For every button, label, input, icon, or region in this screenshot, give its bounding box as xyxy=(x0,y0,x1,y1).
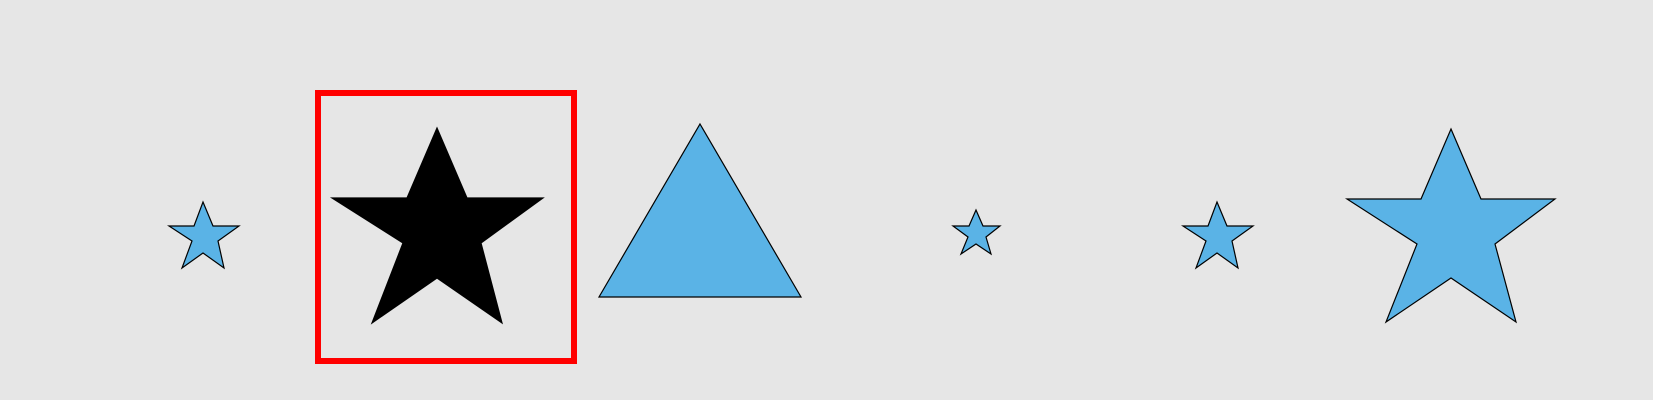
tiny-star[interactable] xyxy=(951,208,1002,256)
large-black-star[interactable] xyxy=(329,126,545,325)
selection-frame xyxy=(315,90,577,364)
blue-triangle[interactable] xyxy=(597,122,803,298)
large-blue-star[interactable] xyxy=(1344,127,1557,324)
small-star-1[interactable] xyxy=(166,200,241,270)
small-star-2[interactable] xyxy=(1180,200,1255,270)
